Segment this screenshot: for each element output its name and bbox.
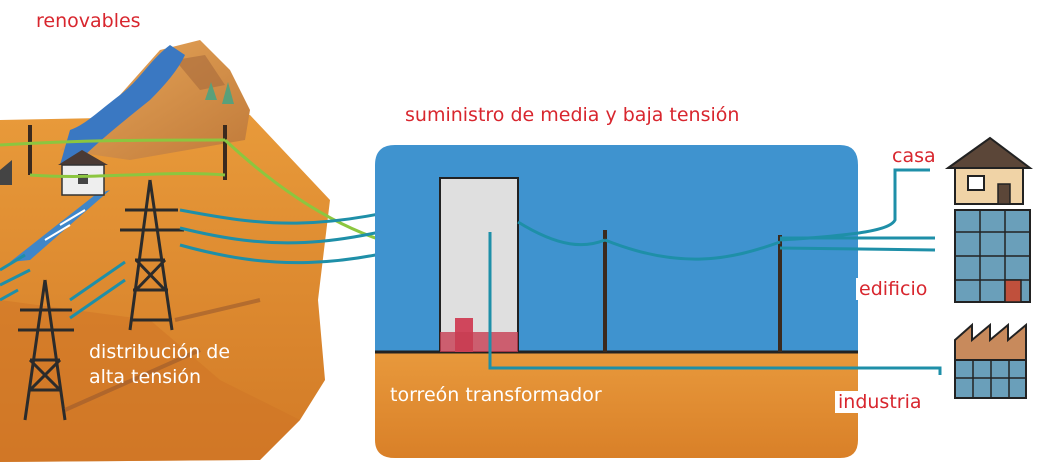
label-renewables: renovables <box>36 10 141 32</box>
mountain-trees <box>205 82 234 104</box>
canal <box>10 190 110 262</box>
transmission-tower-small <box>18 279 74 421</box>
house-illustration <box>944 136 1033 205</box>
middle-ground <box>375 352 858 458</box>
label-distribution-line2: alta tensión <box>89 366 202 388</box>
small-shed <box>0 160 12 185</box>
label-transformer: torreón transformador <box>390 384 602 406</box>
factory-illustration <box>954 322 1027 399</box>
middle-poles <box>603 230 782 352</box>
supply-cables <box>488 168 942 375</box>
hill-poles <box>28 125 227 180</box>
label-industry: industria <box>835 391 925 413</box>
label-building: edificio <box>856 278 931 300</box>
transformer-tower <box>439 177 519 353</box>
label-house: casa <box>889 145 939 167</box>
label-supply: suministro de media y baja tensión <box>405 104 740 126</box>
mountain-rocks <box>175 55 225 90</box>
power-station <box>58 150 108 196</box>
river <box>60 45 185 165</box>
label-distribution-line1: distribución de <box>89 341 231 363</box>
office-building-illustration <box>954 209 1031 303</box>
transmission-tower-large <box>120 179 184 331</box>
hillside-shading <box>0 300 300 462</box>
tower-shadows <box>64 298 261 412</box>
